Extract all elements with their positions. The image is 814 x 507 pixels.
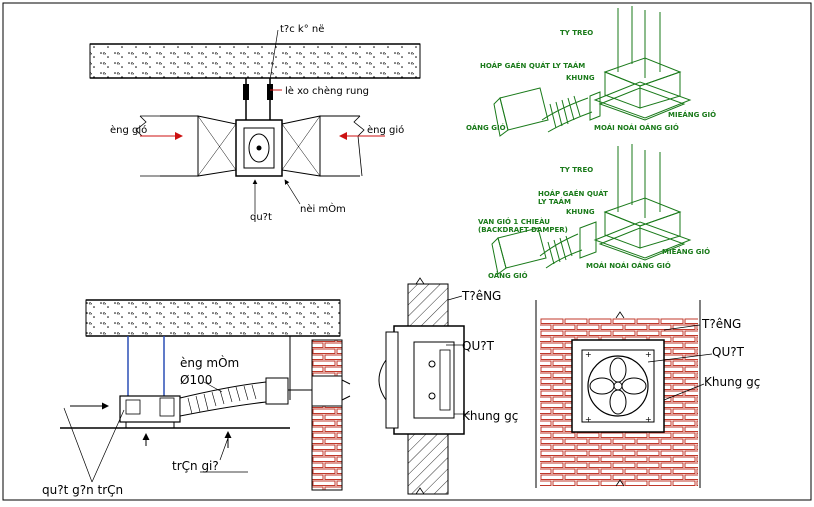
- iso-lower-labels: TY TREO HOÁP GAÉN QUÁT LY TAÁM KHUNG…: [478, 166, 710, 280]
- flex-connector-left: [197, 115, 237, 177]
- iso-fan-assembly-lower: [491, 144, 692, 275]
- svg-text:KHUNG: KHUNG: [566, 74, 595, 82]
- front-fan-guard: [587, 355, 649, 417]
- brick-wall: [311, 339, 343, 491]
- label-false-ceiling: trÇn gi?: [172, 459, 219, 473]
- label-fan-front: QU?T: [712, 345, 745, 359]
- label-wall-section: T?êNG: [461, 289, 501, 303]
- wall-fan-body: [393, 325, 465, 435]
- label-wall-front: T?êNG: [701, 317, 741, 331]
- svg-text:VAN GIÓ 1 CHIEÀU: VAN GIÓ 1 CHIEÀU: [478, 217, 550, 226]
- front-fan-frame: [571, 339, 665, 433]
- label-frame-section: Khung gç: [462, 409, 518, 423]
- flex-duct: [179, 381, 267, 417]
- label-hanger: t?c k° në: [280, 24, 324, 35]
- ceiling-slab: [85, 299, 341, 337]
- svg-text:HOÁP GAÉN QUÁT LY TAÁM: HOÁP GAÉN QUÁT LY TAÁM: [480, 61, 585, 70]
- svg-text:+: +: [585, 350, 592, 359]
- iso-fan-assembly-upper: [493, 6, 692, 137]
- flex-connector-right: [281, 115, 321, 177]
- svg-text:LY TAÁM: LY TAÁM: [538, 197, 571, 206]
- concrete-slab: [89, 43, 421, 79]
- svg-text:MOÁI NOÁI OÁNG GIÓ: MOÁI NOÁI OÁNG GIÓ: [594, 123, 679, 132]
- label-fan-section: QU?T: [462, 339, 495, 353]
- label-air-right: èng gió: [367, 124, 404, 136]
- svg-text:OÁNG GIÓ: OÁNG GIÓ: [466, 123, 506, 132]
- label-diameter: Ø100: [180, 373, 212, 387]
- label-flex-duct: èng mÒm: [180, 355, 239, 370]
- svg-text:KHUNG: KHUNG: [566, 208, 595, 216]
- svg-text:+: +: [585, 415, 592, 424]
- duct-left: [160, 115, 199, 177]
- spring-isolator-right: [267, 84, 273, 100]
- svg-text:TY TREO: TY TREO: [560, 29, 593, 37]
- duct-right: [319, 115, 360, 177]
- sheet-border: [2, 2, 812, 501]
- iso-upper-labels: TY TREO HOÁP GAÉN QUÁT LY TAÁM KHUNG…: [466, 29, 716, 132]
- wall-fan-front: + + + + T?êNG QU?T Khung gç: [535, 300, 760, 488]
- label-fan: qu?t: [250, 212, 272, 223]
- svg-text:+: +: [645, 415, 652, 424]
- svg-text:(BACKDRAFT DAMPER): (BACKDRAFT DAMPER): [478, 226, 568, 234]
- label-soft-joint: nèi mÒm: [300, 202, 346, 215]
- label-air-left: èng gió: [110, 124, 147, 136]
- wall-fan-section: T?êNG QU?T Khung gç: [378, 277, 518, 495]
- fan-impeller: [248, 133, 270, 163]
- spring-isolator-left: [243, 84, 249, 100]
- label-spring: lè xo chèng rung: [285, 85, 369, 97]
- svg-text:OÁNG GIÓ: OÁNG GIÓ: [488, 271, 528, 280]
- svg-text:TY TREO: TY TREO: [560, 166, 593, 174]
- label-ceiling-fan: qu?t g?n trÇn: [42, 483, 123, 497]
- svg-text:MIEÁNG GIÓ: MIEÁNG GIÓ: [668, 110, 716, 119]
- svg-text:MIEÁNG GIÓ: MIEÁNG GIÓ: [662, 247, 710, 256]
- svg-text:HOÁP GAÉN QUÁT: HOÁP GAÉN QUÁT: [538, 189, 608, 198]
- svg-text:MOÁI NOÁI OÁNG GIÓ: MOÁI NOÁI OÁNG GIÓ: [586, 261, 671, 270]
- inline-fan-elevation: t?c k° në lè xo chèng rung èng gió èng g…: [89, 24, 421, 223]
- svg-text:+: +: [645, 350, 652, 359]
- label-frame-front: Khung gç: [704, 375, 760, 389]
- ceiling-fan-section: èng mÒm Ø100 qu?t g?n trÇn trÇn gi?: [42, 299, 351, 497]
